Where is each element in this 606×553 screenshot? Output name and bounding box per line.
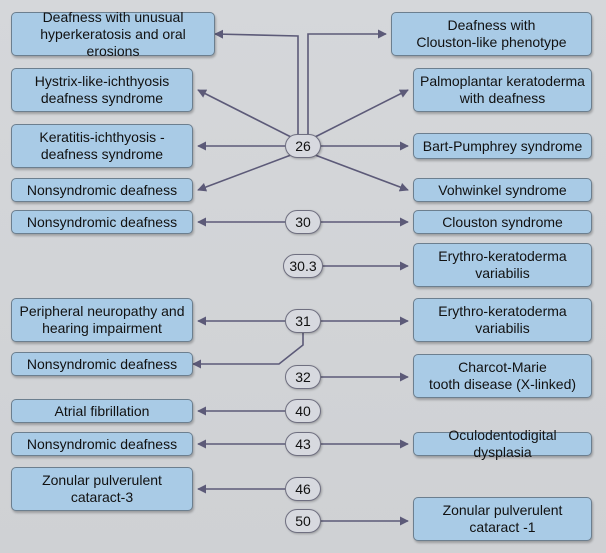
left-box-label: Nonsyndromic deafness	[26, 435, 178, 452]
right-box-zonular-cataract-1: Zonular pulverulent cataract -1	[413, 497, 592, 541]
gene-node-30: 30	[285, 210, 321, 234]
gene-node-43: 43	[285, 432, 321, 456]
gene-node-label: 32	[295, 369, 311, 385]
left-box-label: Hystrix-like-ichthyosis deafness syndrom…	[34, 73, 170, 106]
right-box-label: Erythro-keratoderma variabilis	[438, 248, 567, 281]
right-box-label: Oculodentodigital dysplasia	[448, 427, 557, 460]
right-box-palmoplantar-keratoderma: Palmoplantar keratoderma with deafness	[413, 68, 592, 112]
gene-node-label: 30	[295, 214, 311, 230]
right-box-label: Clouston syndrome	[442, 213, 563, 230]
right-box-erythrokeratoderma-1: Erythro-keratoderma variabilis	[413, 243, 592, 287]
right-box-erythrokeratoderma-2: Erythro-keratoderma variabilis	[413, 298, 592, 342]
right-box-label: Bart-Pumphrey syndrome	[422, 137, 583, 154]
right-box-clouston-like-deafness: Deafness with Clouston-like phenotype	[391, 12, 592, 56]
left-box-hystrix-ichthyosis: Hystrix-like-ichthyosis deafness syndrom…	[11, 68, 193, 112]
gene-node-32: 32	[285, 365, 321, 389]
left-box-atrial-fibrillation: Atrial fibrillation	[11, 399, 193, 423]
right-box-bart-pumphrey: Bart-Pumphrey syndrome	[413, 133, 592, 159]
left-box-nonsyndromic-deafness-3: Nonsyndromic deafness	[11, 352, 193, 376]
gene-node-26: 26	[285, 134, 321, 158]
left-box-nonsyndromic-deafness-2: Nonsyndromic deafness	[11, 210, 193, 234]
link-n26-to-l4	[197, 154, 292, 192]
left-box-label: Zonular pulverulent cataract-3	[42, 472, 162, 505]
left-box-keratitis-ichthyosis: Keratitis-ichthyosis - deafness syndrome	[11, 124, 193, 168]
gene-node-label: 43	[295, 436, 311, 452]
left-box-label: Nonsyndromic deafness	[26, 213, 178, 230]
right-box-label: Erythro-keratoderma variabilis	[438, 303, 567, 336]
right-box-vohwinkel: Vohwinkel syndrome	[413, 178, 592, 202]
right-box-clouston-syndrome: Clouston syndrome	[413, 210, 592, 234]
left-box-label: Nonsyndromic deafness	[26, 355, 178, 372]
gene-node-31: 31	[285, 309, 321, 333]
left-box-peripheral-neuropathy: Peripheral neuropathy and hearing impair…	[11, 298, 193, 342]
left-box-nonsyndromic-deafness-4: Nonsyndromic deafness	[11, 432, 193, 456]
right-box-label: Deafness with Clouston-like phenotype	[416, 17, 567, 50]
gene-node-label: 40	[295, 403, 311, 419]
gene-node-46: 46	[285, 477, 321, 501]
gene-node-label: 46	[295, 481, 311, 497]
right-box-label: Zonular pulverulent cataract -1	[442, 502, 563, 535]
link-n26-to-r2	[314, 89, 409, 138]
gene-node-40: 40	[285, 399, 321, 423]
left-box-label: Keratitis-ichthyosis - deafness syndrome	[39, 129, 165, 162]
right-box-label: Charcot-Marie tooth disease (X-linked)	[428, 359, 577, 392]
gene-node-50: 50	[285, 509, 321, 533]
left-box-label: Peripheral neuropathy and hearing impair…	[19, 303, 185, 336]
link-n26-to-l2	[197, 89, 292, 138]
gene-node-label: 50	[295, 513, 311, 529]
gene-node-label: 30.3	[289, 258, 317, 274]
right-box-charcot-marie-tooth: Charcot-Marie tooth disease (X-linked)	[413, 354, 592, 398]
gene-node-label: 26	[295, 138, 311, 154]
right-box-label: Vohwinkel syndrome	[438, 181, 567, 198]
left-box-zonular-cataract-3: Zonular pulverulent cataract-3	[11, 467, 193, 511]
left-box-label: Deafness with unusual hyperkeratosis and…	[40, 8, 186, 59]
left-box-nonsyndromic-deafness-1: Nonsyndromic deafness	[11, 178, 193, 202]
link-n31-to-l7	[192, 333, 304, 369]
left-box-deafness-hyperkeratosis: Deafness with unusual hyperkeratosis and…	[11, 9, 215, 59]
left-box-label: Atrial fibrillation	[54, 402, 150, 419]
link-n26-to-l1	[214, 29, 299, 134]
link-n26-to-r4	[314, 154, 409, 192]
link-n26-to-r1	[307, 29, 387, 134]
gene-node-label: 31	[295, 313, 311, 329]
right-box-label: Palmoplantar keratoderma with deafness	[420, 73, 585, 106]
gene-node-30-3: 30.3	[283, 254, 323, 278]
right-box-oculodentodigital: Oculodentodigital dysplasia	[413, 427, 592, 460]
left-box-label: Nonsyndromic deafness	[26, 181, 178, 198]
